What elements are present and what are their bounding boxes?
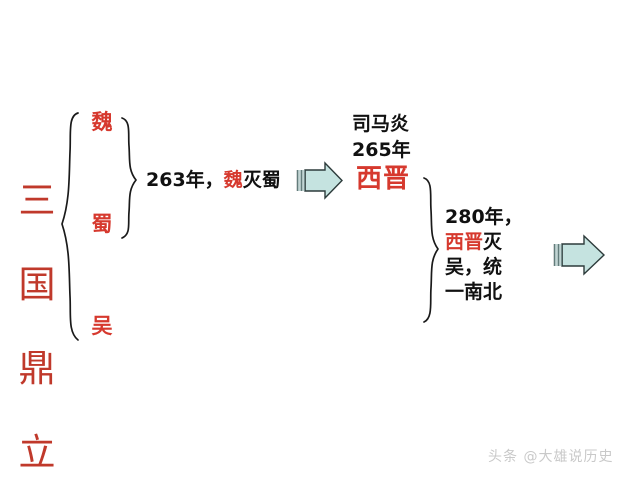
event-280-label: 280年， 西晋灭 吴，统 一南北 [445,205,545,305]
title-char: 立 [18,431,56,474]
event-263-highlight: 魏 [223,169,243,191]
title-char: 三 [18,179,56,222]
brace-jin-unify [423,177,439,323]
right-arrow-icon [296,161,343,200]
right-arrow-icon [553,234,606,276]
event-280-line3: 吴，统 [445,256,503,278]
page-title: 三 国 鼎 立 [14,138,60,480]
jin-founder-label: 司马炎 [352,113,410,135]
event-263-label: 263年，魏灭蜀 [146,168,281,192]
kingdom-label-shu: 蜀 [91,212,113,236]
event-280-line1: 280年， [445,206,523,228]
jin-dynasty-label: 西晋 [356,164,411,194]
kingdom-label-wei: 魏 [91,110,113,134]
brace-three-kingdoms [61,112,79,341]
event-280-line4: 一南北 [445,281,503,303]
title-char: 鼎 [18,347,56,390]
event-280-highlight: 西晋 [445,231,484,253]
watermark-text: 头条 @大雄说历史 [488,449,614,465]
jin-year-label: 265年 [352,139,411,161]
event-280-line2-suffix: 灭 [483,231,503,253]
kingdom-label-wu: 吴 [91,314,113,338]
title-char: 国 [18,263,56,306]
event-263-suffix: 灭蜀 [242,169,281,191]
event-280-line2: 西晋灭 [445,230,545,255]
brace-wei-shu [121,117,137,239]
event-263-prefix: 263年， [146,169,224,191]
